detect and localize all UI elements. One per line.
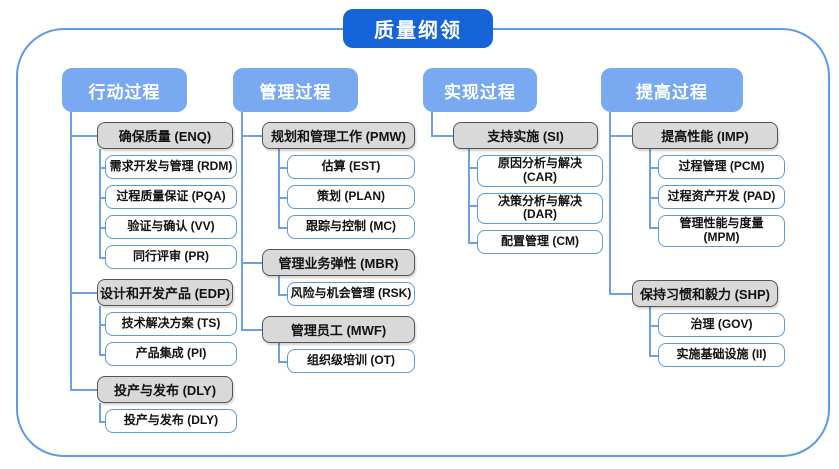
group-box-label: 支持实施 (SI) xyxy=(487,129,564,144)
column-realization-process: 实现过程 支持实施 (SI) 原因分析与解决 (CAR) 决策分析与解决 (DA… xyxy=(423,68,603,255)
group-box: 支持实施 (SI) xyxy=(453,122,598,149)
group-box-label: 管理员工 (MWF) xyxy=(290,323,387,338)
group-box-label: 确保质量 (ENQ) xyxy=(118,129,212,144)
leaf-box: 过程管理 (PCM) xyxy=(658,155,785,179)
group-box: 管理员工 (MWF) xyxy=(262,316,415,343)
column-header-label: 管理过程 xyxy=(259,82,332,102)
leaf-node: 组织级培训 (OT) xyxy=(278,343,415,373)
group-box-label: 保持习惯和毅力 (SHP) xyxy=(639,286,770,302)
group-imp: 提高性能 (IMP) 过程管理 (PCM) 过程资产开发 (PAD) 管理性能与… xyxy=(609,112,785,247)
leaf-box: 产品集成 (PI) xyxy=(105,342,237,366)
group-box-label: 投产与发布 (DLY) xyxy=(113,383,217,398)
leaf-box: 同行评审 (PR) xyxy=(105,245,237,269)
leaf-node: 风险与机会管理 (RSK) xyxy=(278,276,415,306)
group-children: 原因分析与解决 (CAR) 决策分析与解决 (DAR) 配置管理 (CM) xyxy=(468,149,603,255)
column-header: 实现过程 xyxy=(423,68,537,112)
column-management-process: 管理过程 规划和管理工作 (PMW) 估算 (EST) 策划 (PLAN) 跟踪… xyxy=(233,68,415,373)
leaf-box: 技术解决方案 (TS) xyxy=(105,312,237,336)
column-header: 行动过程 xyxy=(62,68,187,112)
column-header-label: 实现过程 xyxy=(444,82,516,102)
group-children: 需求开发与管理 (RDM) 过程质量保证 (PQA) 验证与确认 (VV) 同行… xyxy=(99,149,237,269)
group-box: 设计和开发产品 (EDP) xyxy=(97,279,233,306)
leaf-box: 估算 (EST) xyxy=(287,155,415,179)
group-mbr: 管理业务弹性 (MBR) 风险与机会管理 (RSK) xyxy=(241,239,415,306)
leaf-node: 投产与发布 (DLY) xyxy=(99,403,237,433)
group-box: 提高性能 (IMP) xyxy=(632,122,778,149)
group-mwf: 管理员工 (MWF) 组织级培训 (OT) xyxy=(241,306,415,373)
leaf-node: 过程管理 (PCM) xyxy=(649,149,785,179)
leaf-node: 原因分析与解决 (CAR) xyxy=(468,149,603,187)
leaf-node: 需求开发与管理 (RDM) xyxy=(99,149,237,179)
group-box: 保持习惯和毅力 (SHP) xyxy=(632,279,778,307)
leaf-box: 需求开发与管理 (RDM) xyxy=(105,155,237,179)
column-groups: 确保质量 (ENQ) 需求开发与管理 (RDM) 过程质量保证 (PQA) 验证… xyxy=(70,112,237,433)
leaf-box: 决策分析与解决 (DAR) xyxy=(477,192,603,225)
column-header: 管理过程 xyxy=(233,68,358,112)
leaf-node: 技术解决方案 (TS) xyxy=(99,306,237,336)
diagram-title-label: 质量纲领 xyxy=(374,20,462,42)
leaf-box: 原因分析与解决 (CAR) xyxy=(477,155,603,187)
group-box: 确保质量 (ENQ) xyxy=(97,122,233,149)
leaf-node: 估算 (EST) xyxy=(278,149,415,179)
column-improvement-process: 提高过程 提高性能 (IMP) 过程管理 (PCM) 过程资产开发 (PAD) … xyxy=(601,68,785,367)
leaf-box: 跟踪与控制 (MC) xyxy=(287,215,415,239)
column-groups: 支持实施 (SI) 原因分析与解决 (CAR) 决策分析与解决 (DAR) 配置… xyxy=(431,112,603,255)
column-header-label: 行动过程 xyxy=(88,82,161,102)
leaf-box: 投产与发布 (DLY) xyxy=(105,409,237,433)
leaf-box: 配置管理 (CM) xyxy=(477,230,603,255)
leaf-box: 过程资产开发 (PAD) xyxy=(658,185,785,209)
group-edp: 设计和开发产品 (EDP) 技术解决方案 (TS) 产品集成 (PI) xyxy=(70,269,237,366)
group-children: 技术解决方案 (TS) 产品集成 (PI) xyxy=(99,306,237,366)
column-action-process: 行动过程 确保质量 (ENQ) 需求开发与管理 (RDM) 过程质量保证 (PQ… xyxy=(62,68,237,433)
leaf-box: 验证与确认 (VV) xyxy=(105,215,237,239)
leaf-node: 实施基础设施 (II) xyxy=(649,336,785,367)
diagram-title: 质量纲领 xyxy=(343,9,493,48)
group-children: 风险与机会管理 (RSK) xyxy=(278,276,415,306)
leaf-box: 管理性能与度量 (MPM) xyxy=(658,215,785,247)
group-dly: 投产与发布 (DLY) 投产与发布 (DLY) xyxy=(70,366,237,433)
group-enq: 确保质量 (ENQ) 需求开发与管理 (RDM) 过程质量保证 (PQA) 验证… xyxy=(70,112,237,269)
group-pmw: 规划和管理工作 (PMW) 估算 (EST) 策划 (PLAN) 跟踪与控制 (… xyxy=(241,112,415,239)
column-groups: 规划和管理工作 (PMW) 估算 (EST) 策划 (PLAN) 跟踪与控制 (… xyxy=(241,112,415,373)
group-children: 投产与发布 (DLY) xyxy=(99,403,237,433)
group-box-label: 设计和开发产品 (EDP) xyxy=(99,286,230,301)
leaf-box: 过程质量保证 (PQA) xyxy=(105,185,237,209)
leaf-box: 风险与机会管理 (RSK) xyxy=(287,282,415,306)
group-shp: 保持习惯和毅力 (SHP) 治理 (GOV) 实施基础设施 (II) xyxy=(609,246,785,367)
leaf-node: 治理 (GOV) xyxy=(649,306,785,337)
leaf-node: 过程资产开发 (PAD) xyxy=(649,179,785,209)
group-children: 组织级培训 (OT) xyxy=(278,343,415,373)
leaf-node: 验证与确认 (VV) xyxy=(99,209,237,239)
leaf-node: 策划 (PLAN) xyxy=(278,179,415,209)
group-children: 估算 (EST) 策划 (PLAN) 跟踪与控制 (MC) xyxy=(278,149,415,239)
group-children: 治理 (GOV) 实施基础设施 (II) xyxy=(649,306,785,367)
leaf-node: 产品集成 (PI) xyxy=(99,336,237,366)
column-groups: 提高性能 (IMP) 过程管理 (PCM) 过程资产开发 (PAD) 管理性能与… xyxy=(609,112,785,367)
leaf-node: 决策分析与解决 (DAR) xyxy=(468,186,603,225)
column-header: 提高过程 xyxy=(601,68,743,112)
group-box: 管理业务弹性 (MBR) xyxy=(262,249,415,276)
column-header-label: 提高过程 xyxy=(636,82,708,102)
leaf-box: 治理 (GOV) xyxy=(658,312,785,337)
group-box-label: 管理业务弹性 (MBR) xyxy=(278,256,399,271)
leaf-node: 跟踪与控制 (MC) xyxy=(278,209,415,239)
leaf-box: 策划 (PLAN) xyxy=(287,185,415,209)
leaf-box: 实施基础设施 (II) xyxy=(658,342,785,367)
group-box-label: 规划和管理工作 (PMW) xyxy=(270,129,407,144)
leaf-node: 管理性能与度量 (MPM) xyxy=(649,209,785,247)
leaf-node: 配置管理 (CM) xyxy=(468,224,603,255)
group-children: 过程管理 (PCM) 过程资产开发 (PAD) 管理性能与度量 (MPM) xyxy=(649,149,785,247)
leaf-box: 组织级培训 (OT) xyxy=(287,349,415,373)
leaf-node: 过程质量保证 (PQA) xyxy=(99,179,237,209)
leaf-node: 同行评审 (PR) xyxy=(99,239,237,269)
group-box: 投产与发布 (DLY) xyxy=(97,376,233,403)
group-box-label: 提高性能 (IMP) xyxy=(661,129,749,144)
group-si: 支持实施 (SI) 原因分析与解决 (CAR) 决策分析与解决 (DAR) 配置… xyxy=(431,112,603,255)
group-box: 规划和管理工作 (PMW) xyxy=(262,122,415,149)
